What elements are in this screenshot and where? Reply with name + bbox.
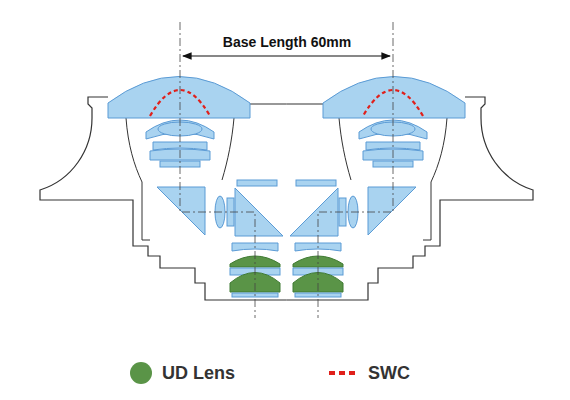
right-optics bbox=[287, 22, 534, 318]
left-optics bbox=[40, 22, 287, 318]
legend-line-sample bbox=[328, 362, 358, 384]
legend-swatch bbox=[130, 362, 152, 384]
legend-entry: SWC bbox=[328, 362, 410, 384]
legend-text: UD Lens bbox=[162, 363, 235, 384]
legend-text: SWC bbox=[368, 363, 410, 384]
base-length-arrow bbox=[183, 55, 390, 56]
dimension-label: Base Length 60mm bbox=[220, 34, 354, 50]
legend-entry: UD Lens bbox=[130, 362, 235, 384]
